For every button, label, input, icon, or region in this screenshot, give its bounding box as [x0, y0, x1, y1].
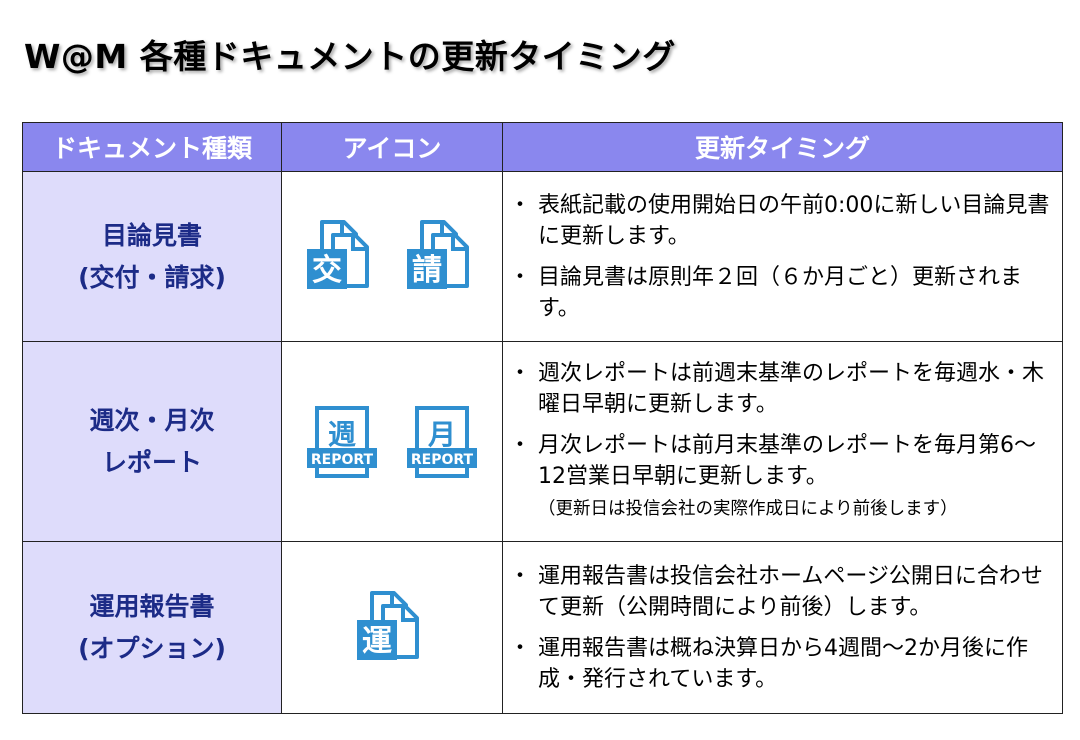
timing-bullet: 週次レポートは前週末基準のレポートを毎週水・木曜日早朝に更新します。	[509, 358, 1054, 420]
timing-note: （更新日は投信会社の実際作成日により前後します）	[538, 499, 958, 519]
update-timing-cell: 表紙記載の使用開始日の午前0:00に新しい目論見書に更新します。 目論見書は原則…	[502, 171, 1063, 342]
document-type-cell: 運用報告書 (オプション)	[22, 541, 282, 714]
document-type-cell: 週次・月次 レポート	[22, 341, 282, 542]
header-icon: アイコン	[281, 122, 503, 172]
table-header-row: ドキュメント種類 アイコン 更新タイミング	[22, 122, 1063, 172]
delivery-icon-glyph: 交	[312, 253, 342, 288]
icon-cell: 週 REPORT 月 REPORT	[281, 341, 503, 542]
document-type-name: 週次・月次	[89, 405, 215, 435]
timing-bullet: 目論見書は原則年２回（６か月ごと）更新されます。	[509, 262, 1054, 324]
operation-icon-glyph: 運	[362, 624, 392, 659]
delivery-prospectus-icon: 交	[304, 219, 380, 295]
icon-cell: 交 請	[281, 171, 503, 342]
weekly-report-icon: 週 REPORT	[304, 404, 380, 480]
update-timing-cell: 週次レポートは前週末基準のレポートを毎週水・木曜日早朝に更新します。 月次レポー…	[502, 341, 1063, 542]
table-row-report: 週次・月次 レポート 週 REPORT	[22, 341, 1063, 542]
document-type-subtitle: (オプション)	[78, 633, 226, 663]
document-type-subtitle: (交付・請求)	[78, 262, 226, 292]
report-badge-text: REPORT	[311, 452, 374, 468]
timing-bullet: 運用報告書は概ね決算日から4週間〜2か月後に作成・発行されています。	[509, 633, 1054, 695]
table-row-operation-report: 運用報告書 (オプション) 運	[22, 541, 1063, 714]
document-type-name: 運用報告書	[89, 591, 215, 621]
icon-cell: 運	[281, 541, 503, 714]
timing-bullet: 月次レポートは前月末基準のレポートを毎月第6〜12営業日早朝に更新します。 （更…	[509, 430, 1054, 525]
timing-bullet: 表紙記載の使用開始日の午前0:00に新しい目論見書に更新します。	[509, 190, 1054, 252]
document-type-subtitle: レポート	[101, 447, 202, 477]
header-document-type: ドキュメント種類	[22, 122, 282, 172]
document-type-name: 目論見書	[101, 220, 202, 250]
timing-bullet-text: 月次レポートは前月末基準のレポートを毎月第6〜12営業日早朝に更新します。	[538, 433, 1036, 489]
monthly-icon-glyph: 月	[427, 418, 456, 451]
page-title: W@M 各種ドキュメントの更新タイミング	[24, 37, 676, 76]
header-update-timing: 更新タイミング	[502, 122, 1063, 172]
update-timing-cell: 運用報告書は投信会社ホームページ公開日に合わせて更新（公開時間により前後）します…	[502, 541, 1063, 714]
report-badge-text: REPORT	[411, 452, 474, 468]
update-timing-table: ドキュメント種類 アイコン 更新タイミング 目論見書 (交付・請求)	[22, 122, 1063, 714]
request-icon-glyph: 請	[412, 253, 442, 288]
weekly-icon-glyph: 週	[328, 418, 356, 451]
timing-bullet: 運用報告書は投信会社ホームページ公開日に合わせて更新（公開時間により前後）します…	[509, 561, 1054, 623]
document-type-cell: 目論見書 (交付・請求)	[22, 171, 282, 342]
request-prospectus-icon: 請	[404, 219, 480, 295]
monthly-report-icon: 月 REPORT	[404, 404, 480, 480]
operation-report-icon: 運	[354, 590, 430, 666]
table-row-prospectus: 目論見書 (交付・請求) 交	[22, 171, 1063, 342]
